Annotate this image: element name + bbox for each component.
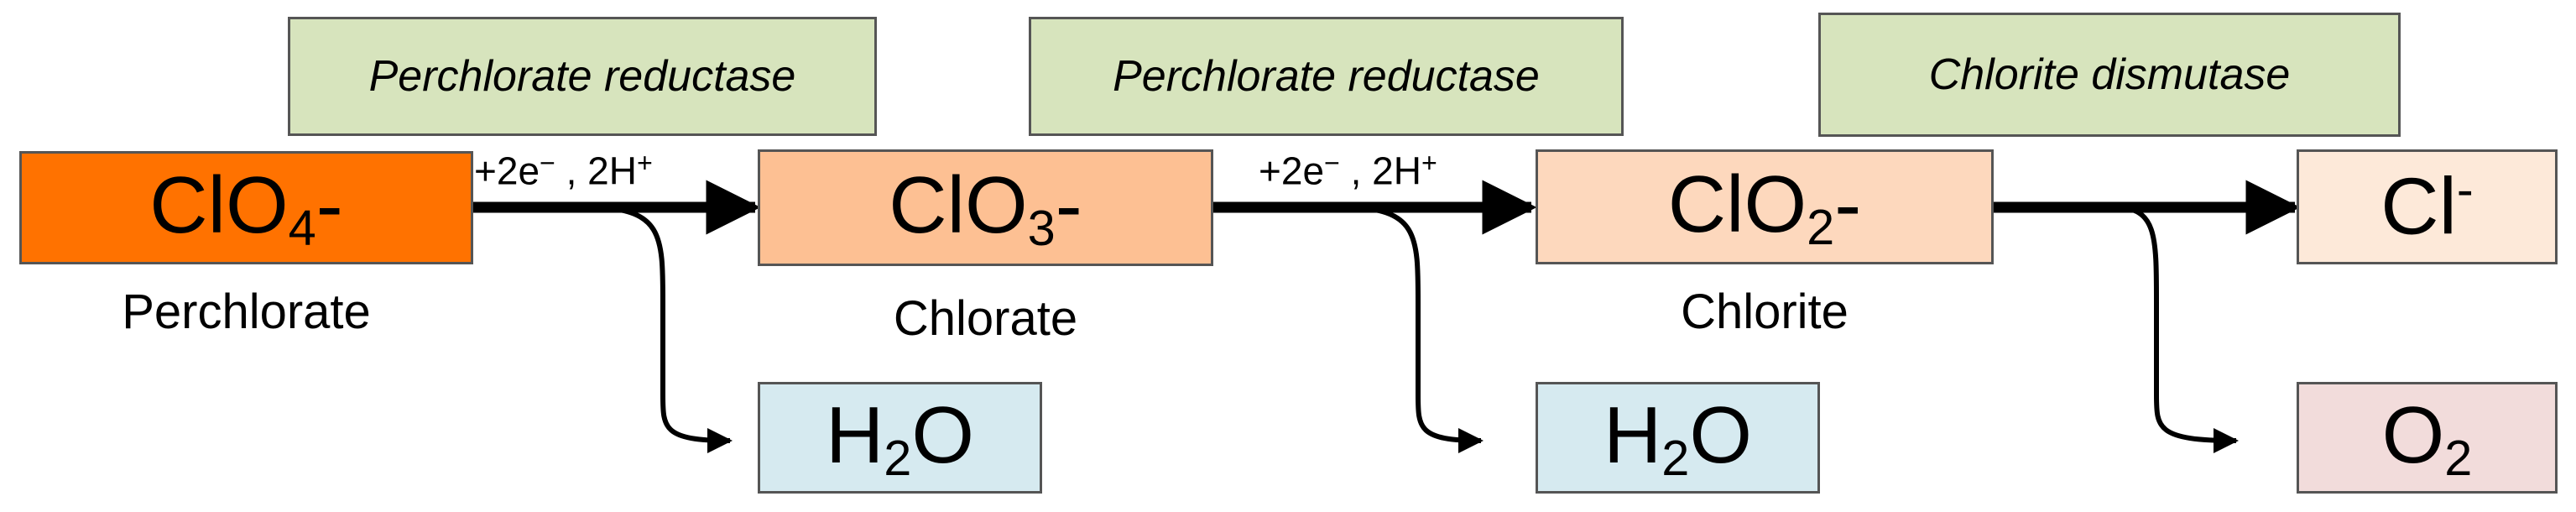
chlorate-box: ClO3- (758, 149, 1213, 266)
reaction-conditions-2: +2e− , 2H+ (1259, 148, 1437, 193)
enzyme-label-chlorite-dismutase: Chlorite dismutase (1818, 13, 2401, 137)
chlorate-name: Chlorate (893, 291, 1078, 346)
perchlorate-name: Perchlorate (122, 285, 371, 339)
enzyme-label-text: Chlorite dismutase (1928, 50, 2291, 99)
chlorite-name: Chlorite (1681, 285, 1849, 339)
water-formula: H2O (825, 389, 975, 486)
oxygen-box: O2 (2297, 382, 2558, 494)
water-box-2: H2O (1536, 382, 1820, 494)
oxygen-formula: O2 (2381, 389, 2473, 486)
reaction-conditions-1: +2e− , 2H+ (474, 148, 653, 193)
arrow-branch-water-2 (1342, 205, 1484, 453)
arrow-branch-oxygen (2114, 205, 2239, 453)
water-box-1: H2O (758, 382, 1042, 494)
enzyme-label-text: Perchlorate reductase (368, 52, 796, 101)
enzyme-label-perchlorate-reductase-1: Perchlorate reductase (288, 17, 877, 136)
perchlorate-formula: ClO4- (149, 159, 343, 256)
chloride-box: Cl- (2297, 149, 2558, 264)
water-formula: H2O (1603, 389, 1753, 486)
enzyme-label-text: Perchlorate reductase (1113, 52, 1540, 101)
enzyme-label-perchlorate-reductase-2: Perchlorate reductase (1029, 17, 1624, 136)
chloride-formula: Cl- (2380, 161, 2474, 252)
chlorate-formula: ClO3- (889, 159, 1082, 256)
chlorite-box: ClO2- (1536, 149, 1994, 264)
arrow-branch-water-1 (587, 205, 733, 453)
perchlorate-box: ClO4- (19, 151, 473, 264)
chlorite-formula: ClO2- (1667, 159, 1862, 255)
